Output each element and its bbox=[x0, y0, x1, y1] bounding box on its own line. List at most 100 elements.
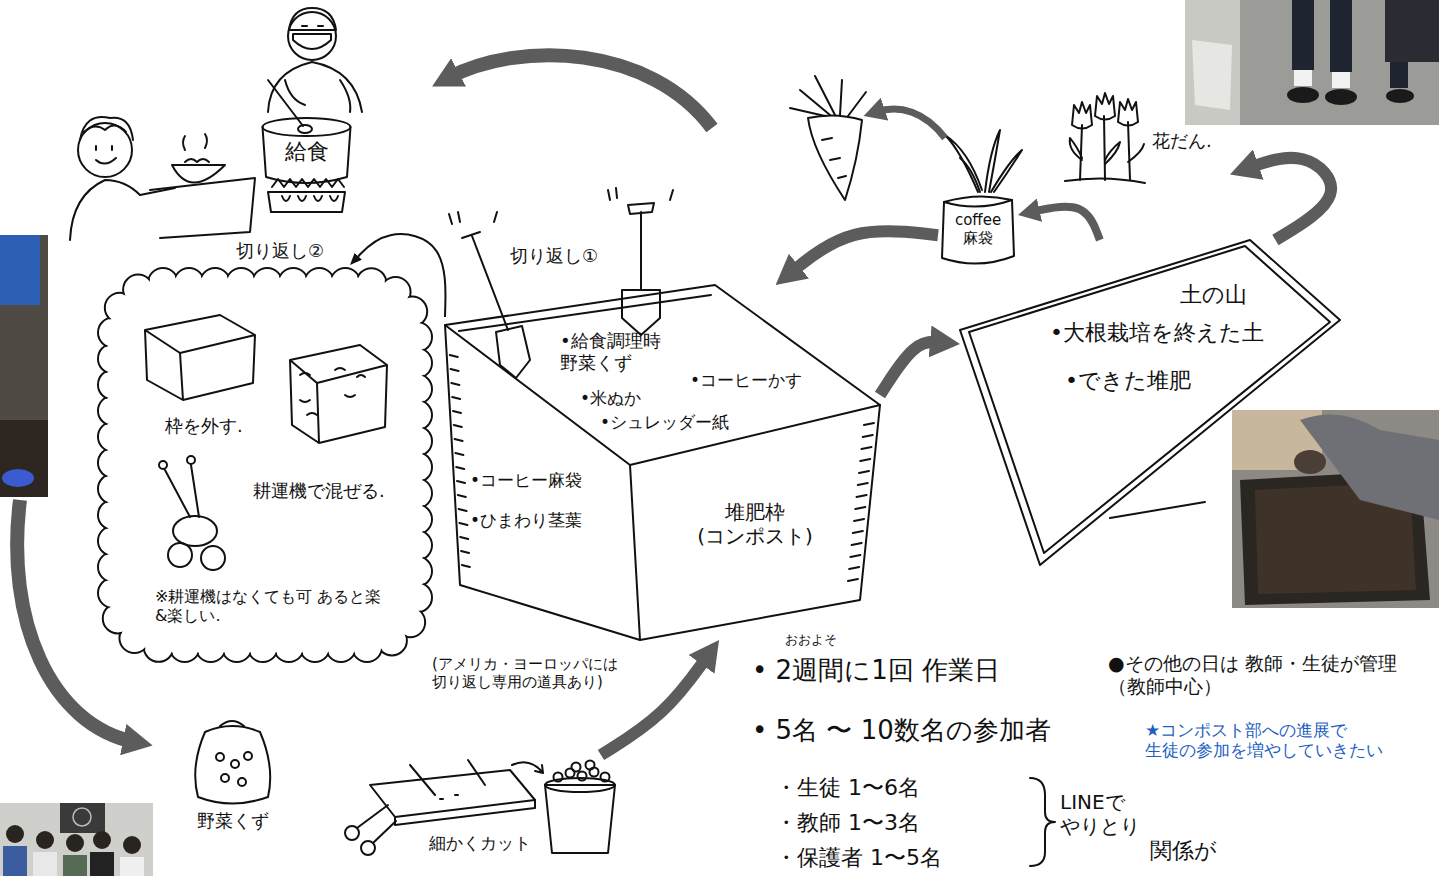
tulips-outline bbox=[1118, 99, 1138, 126]
photo-bottom-left bbox=[63, 855, 87, 876]
pot-outline bbox=[268, 192, 345, 212]
cook-figure bbox=[285, 80, 350, 112]
sack-outline bbox=[221, 774, 229, 782]
node-heading: 堆肥枠 (コンポスト) bbox=[680, 500, 830, 548]
seedling-drawing bbox=[991, 150, 1022, 192]
node-heading: 花だん. bbox=[1152, 130, 1228, 152]
label-slot: • 2週間に1回 作業日 bbox=[752, 655, 1082, 686]
photo-top-right bbox=[1192, 40, 1232, 110]
note-text: LINEで やりとり bbox=[1060, 790, 1170, 838]
node-heading: 細かくカット bbox=[415, 833, 545, 853]
pot-outline bbox=[282, 196, 338, 201]
note-text: • 2週間に1回 作業日 bbox=[752, 655, 1082, 686]
cook-figure bbox=[268, 8, 362, 133]
cloud-outline bbox=[300, 368, 365, 415]
cutting-outline bbox=[370, 770, 535, 817]
sack-outline bbox=[220, 721, 244, 726]
text-slot: 堆肥枠 (コンポスト) bbox=[680, 500, 830, 548]
photo-bottom-left bbox=[73, 808, 91, 826]
node-text: •できた堆肥 bbox=[1065, 368, 1215, 394]
cook-figure bbox=[289, 8, 336, 30]
note-text: ●その他の日は 教師・生徒が管理（教師中心） bbox=[1108, 652, 1433, 698]
photo-top-right bbox=[1390, 62, 1408, 88]
tulips-outline bbox=[1070, 138, 1144, 164]
photo-bottom-left bbox=[90, 852, 114, 876]
photo-top-right bbox=[1185, 0, 1439, 125]
photo-right bbox=[1232, 410, 1439, 608]
note-text: (アメリカ・ヨーロッパには 切り返し専用の道具あり) bbox=[432, 655, 637, 691]
node-heading: 枠を外す. bbox=[165, 415, 285, 437]
photo-left bbox=[0, 235, 40, 305]
photo-top-right bbox=[1185, 0, 1240, 125]
bracket bbox=[1030, 778, 1055, 866]
flow-arrow bbox=[1031, 207, 1100, 240]
seedling-drawing bbox=[945, 135, 982, 192]
shovel-drawing bbox=[496, 326, 530, 378]
cloud-outline bbox=[187, 456, 195, 464]
cloud-outline bbox=[173, 516, 217, 546]
node-text: 耕運機で混ぜる. bbox=[253, 480, 413, 502]
pot-outline bbox=[272, 179, 344, 187]
photo-top-right bbox=[1330, 0, 1352, 72]
radish-drawing bbox=[822, 138, 846, 178]
node-heading: 給食 bbox=[258, 139, 355, 165]
node-text: •コーヒー麻袋 bbox=[470, 470, 595, 490]
cutting-board: 細かくカット bbox=[340, 755, 630, 865]
pot-outline bbox=[258, 115, 355, 215]
photo-bottom-left bbox=[60, 803, 105, 833]
soil-pile: 土の山 •大根栽培を終えた土 •できた堆肥 bbox=[960, 240, 1340, 565]
photo-left bbox=[0, 235, 48, 497]
photo-right bbox=[1294, 450, 1326, 474]
cutting-outline bbox=[578, 772, 587, 781]
note-text: • 5名 〜 10数名の参加者 bbox=[752, 715, 1142, 746]
flower-bed: 花だん. bbox=[1060, 80, 1230, 190]
text-slot: •できた堆肥 bbox=[1065, 368, 1215, 394]
cutting-outline bbox=[545, 785, 615, 853]
shovel-drawing bbox=[462, 232, 480, 238]
compost-frame: 堆肥枠 (コンポスト)•給食調理時 野菜くず•コーヒーかす•米ぬか•シュレッダー… bbox=[445, 285, 880, 640]
cutting-outline bbox=[357, 805, 396, 843]
text-slot: 花だん. bbox=[1152, 130, 1228, 152]
cycle-arrow bbox=[448, 55, 712, 128]
cutting-outline bbox=[410, 760, 485, 795]
sack-outline bbox=[216, 753, 224, 761]
photo-top-right bbox=[1385, 0, 1439, 62]
shovel-drawing bbox=[608, 188, 673, 200]
text-slot: 耕運機で混ぜる. bbox=[253, 480, 413, 502]
student-figure bbox=[183, 134, 207, 150]
photo-top-right bbox=[1185, 0, 1439, 125]
label-slot: • 5名 〜 10数名の参加者 bbox=[752, 715, 1142, 746]
mound-outline bbox=[1110, 502, 1205, 518]
cutting-outline bbox=[440, 795, 458, 799]
photo-right bbox=[1232, 410, 1439, 608]
text-slot: •大根栽培を終えた土 bbox=[1050, 320, 1310, 346]
sack-outline bbox=[195, 721, 270, 804]
student-figure bbox=[172, 165, 225, 183]
bag-outline bbox=[944, 200, 1012, 207]
sack-outline bbox=[231, 760, 239, 768]
bag-outline bbox=[942, 196, 1014, 263]
text-slot: 土の山 bbox=[1180, 282, 1270, 308]
label-slot: おおよそ bbox=[785, 632, 865, 648]
cloud-outline bbox=[290, 345, 387, 443]
cutting-outline bbox=[572, 763, 581, 772]
note-text: ・教師 1〜3名 bbox=[775, 810, 995, 836]
tulips-outline bbox=[1065, 178, 1145, 183]
flow-arrow bbox=[790, 231, 938, 274]
compost-outline bbox=[450, 355, 470, 567]
radish-drawing bbox=[790, 76, 866, 116]
tulips-outline bbox=[1065, 93, 1145, 183]
photo-top-right bbox=[1332, 72, 1350, 88]
text-slot: •米ぬか bbox=[580, 388, 660, 408]
photo-bottom-left bbox=[93, 831, 111, 849]
compost-outline bbox=[640, 405, 880, 640]
compost-outline bbox=[445, 285, 880, 640]
flow-arrow bbox=[880, 342, 942, 395]
photo-bottom-left bbox=[6, 825, 24, 843]
label-slot: 関係が bbox=[1150, 838, 1270, 864]
cutting-outline bbox=[554, 773, 563, 782]
node-heading: 土の山 bbox=[1180, 282, 1270, 308]
note-text: ★コンポスト部への進展で 生徒の参加を増やしていきたい bbox=[1145, 720, 1435, 761]
cutting-outline bbox=[395, 800, 535, 825]
